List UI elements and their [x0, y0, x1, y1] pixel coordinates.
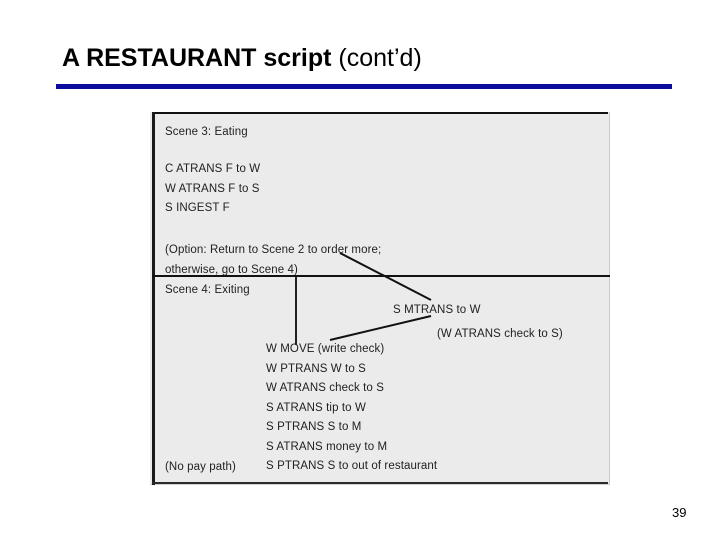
scene3-action-line: W ATRANS F to S — [165, 182, 260, 195]
figure-left-border — [152, 112, 155, 485]
figure-bottom-border — [152, 482, 608, 484]
page-number: 39 — [672, 505, 687, 520]
page-title-regular: (cont’d) — [331, 44, 422, 72]
scene4-action-line: W MOVE (write check) — [266, 343, 385, 355]
scene4-action-line: S ATRANS money to M — [266, 440, 388, 453]
figure-top-border — [152, 112, 608, 114]
scene4-action-line: W PTRANS W to S — [266, 362, 366, 375]
page-title-bold: A RESTAURANT script — [62, 44, 332, 72]
annotation-mtrans: S MTRANS to W — [393, 304, 481, 316]
scene3-option-line: otherwise, go to Scene 4) — [165, 263, 298, 276]
scene4-action-line: W ATRANS check to S — [266, 382, 384, 394]
annotation-watrans: (W ATRANS check to S) — [437, 328, 563, 340]
scene4-no-pay-note: (No pay path) — [165, 461, 236, 473]
scene3-option-line: (Option: Return to Scene 2 to order more… — [165, 244, 382, 256]
scene3-action-line: C ATRANS F to W — [165, 163, 261, 175]
scene4-heading: Scene 4: Exiting — [165, 284, 250, 296]
scene3-action-list: C ATRANS F to W W ATRANS F to S S INGEST… — [165, 163, 260, 215]
page-title: A RESTAURANT script (cont’d) — [62, 43, 422, 74]
scene-connector-line — [295, 277, 297, 345]
leader-line-upper — [329, 252, 432, 341]
scene4-action-line: S ATRANS tip to W — [266, 401, 366, 414]
scene-divider-rule — [152, 275, 610, 277]
restaurant-script-figure: Scene 3: Eating C ATRANS F to W W ATRANS… — [150, 112, 610, 485]
scene4-action-line: S PTRANS S to M — [266, 421, 362, 433]
scene4-action-line: S PTRANS S to out of restaurant — [266, 460, 438, 472]
scene3-heading: Scene 3: Eating — [165, 126, 248, 138]
scene3-action-line: S INGEST F — [165, 202, 230, 214]
title-underline-rule — [56, 84, 672, 89]
scene3-option-note: (Option: Return to Scene 2 to order more… — [165, 244, 381, 277]
scene4-action-list: W MOVE (write check) W PTRANS W to S W A… — [266, 343, 437, 473]
